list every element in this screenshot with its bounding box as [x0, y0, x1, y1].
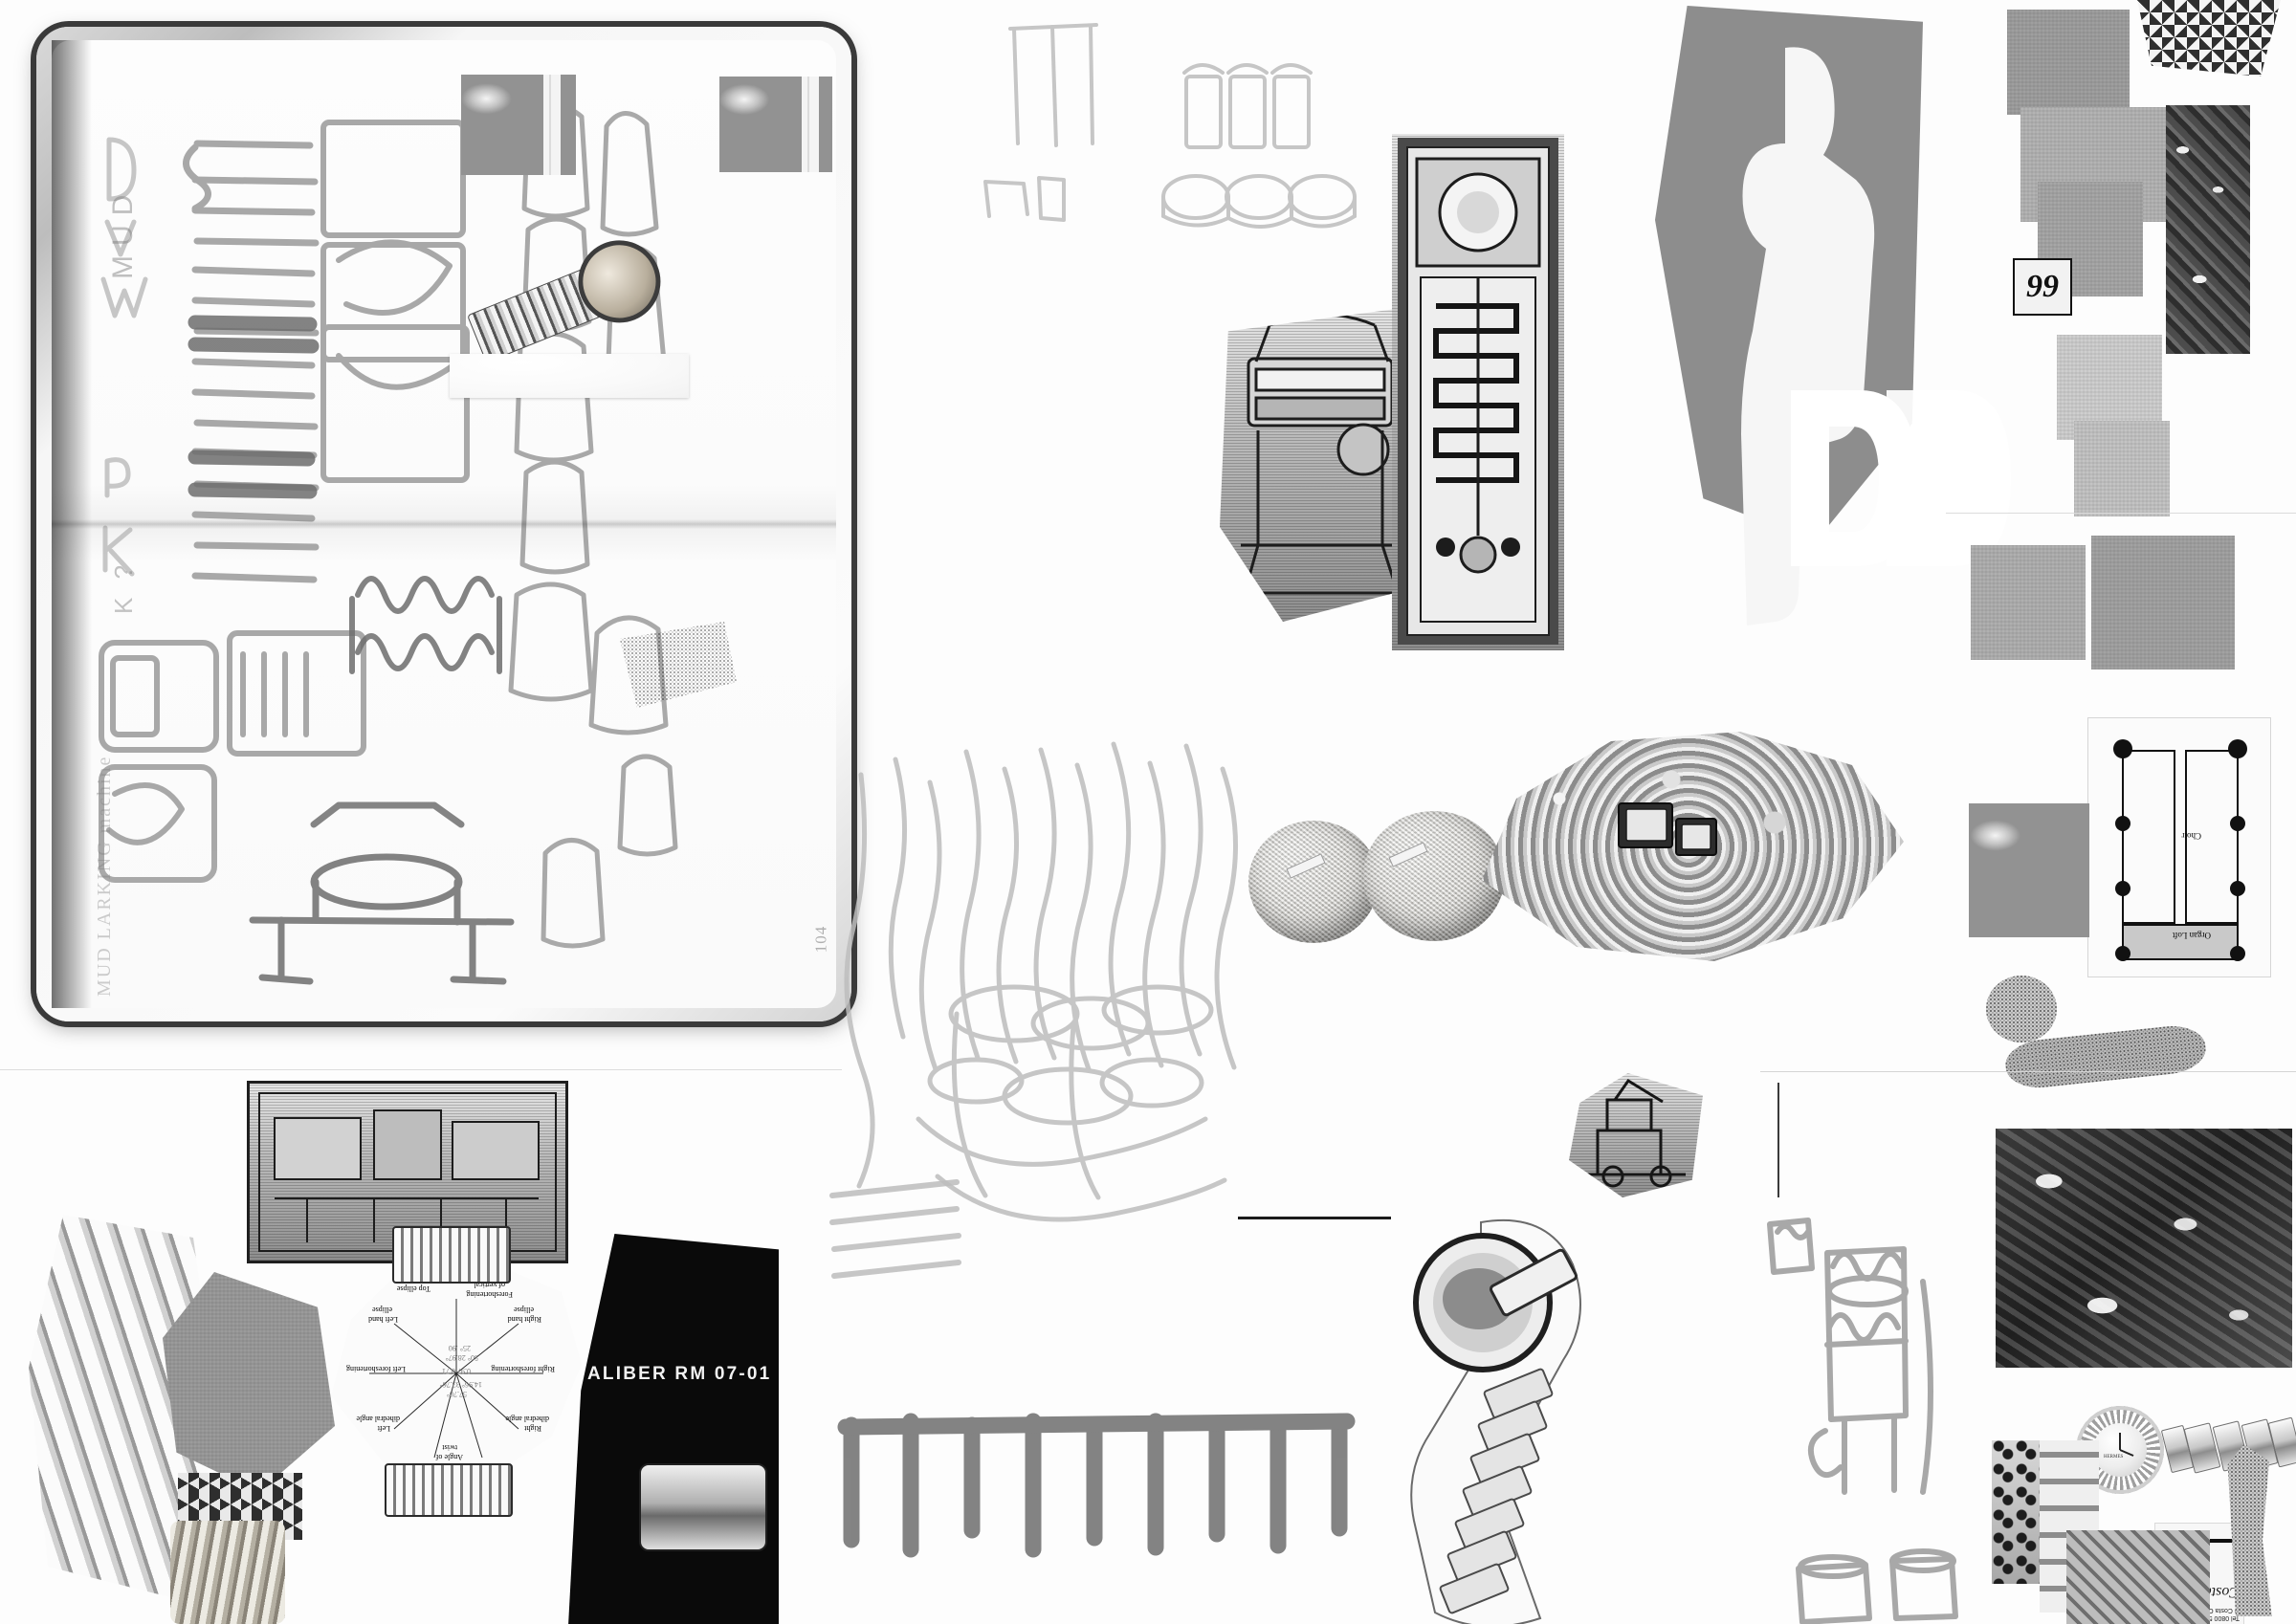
price-tag-value: 99: [2026, 269, 2059, 304]
interior-engraving-plate: [247, 1081, 568, 1263]
hairline-divider-4: [0, 1069, 842, 1070]
label-angle-of-twist-2: twist: [442, 1443, 457, 1452]
label-left-hand-ellipse-2: ellipse: [372, 1306, 392, 1314]
handwriting-caption: MUD LARKING machine: [94, 755, 115, 997]
value-dihedral: 14.96° 33.76°: [440, 1380, 482, 1389]
value-small: 25° .90: [449, 1344, 471, 1352]
black-watch-case-photo: [639, 1463, 767, 1551]
watch-face: HERMES: [2093, 1423, 2147, 1477]
watch-perspective-analysis-diagram: Angle of twist Left dihedral angle Right…: [331, 1261, 582, 1486]
pencil-bottle-studies: [983, 23, 1357, 229]
hairline-divider-5: [1946, 513, 2296, 514]
handwriting-mud: MUD: [107, 185, 139, 279]
diamond-pattern-swatch: [2137, 0, 2281, 77]
flower-photo-2: [2074, 421, 2170, 516]
hairline-divider-2: [1777, 1083, 1779, 1197]
melon-left: [1248, 821, 1379, 943]
sketchbook-left-page-drawing: [99, 120, 470, 883]
hairline-divider-1: [1238, 1217, 1391, 1219]
label-foreshortening-vertical: Foreshortening: [467, 1290, 513, 1299]
handwriting-k: K ?: [109, 559, 138, 614]
sketchbook-coil-sketch: [349, 576, 502, 674]
pencil-scribble-vessels: [844, 741, 1239, 1222]
open-sketchbook-spread: MUD K ? MUD LARKING machine 104: [36, 27, 851, 1021]
label-top-ellipse: Top ellipse: [396, 1284, 430, 1293]
pencil-hatching: [829, 1179, 961, 1279]
family-photo-1: [2007, 10, 2130, 115]
label-left-hand-ellipse: Left hand: [368, 1315, 398, 1324]
potatoes-photo-right: [1969, 803, 2089, 937]
longcase-clock-engraving: [1392, 134, 1564, 650]
ruler-strip-left: [543, 75, 561, 175]
caliber-text-plate: ALIBER RM 07-01: [568, 1234, 779, 1624]
label-right-dihedral: Right: [523, 1424, 541, 1433]
large-skeleton-wristwatch-photo: [1366, 1196, 1605, 1624]
label-left-dihedral-2: dihedral angle: [356, 1415, 400, 1423]
label-left-foreshortening: Left foreshortening: [346, 1365, 406, 1373]
watch-strap-graphic-lower: [385, 1463, 513, 1517]
label-left-dihedral: Left: [377, 1424, 390, 1433]
sketchbook-press-sketch: [249, 801, 515, 985]
leopard-swatch: [1992, 1440, 2047, 1584]
sketchbook-gutter: [52, 518, 836, 529]
sketchbook-spine-shadow: [52, 40, 92, 1008]
cylindrical-object-photo: [170, 1521, 285, 1624]
standing-figure-silhouette: [1693, 38, 1885, 631]
label-right-hand-ellipse: Right hand: [508, 1315, 541, 1324]
large-letter-forms-cutout: [1779, 383, 2011, 574]
watch-brand-text: HERMES: [2104, 1455, 2124, 1459]
floral-pattern-fabric-swatch: [1996, 1129, 2292, 1368]
label-angle-of-twist: Angle of: [435, 1453, 463, 1461]
value-5770: 57.70°: [447, 1390, 467, 1398]
label-foreshortening-vertical-2: of vertical: [474, 1281, 505, 1289]
waffle-texture-swatch: [2066, 1530, 2210, 1624]
hairline-divider-3: [1760, 1071, 2296, 1072]
citrus-slice-photo: [1986, 976, 2057, 1042]
white-paper-slip-sketchbook: [450, 354, 689, 398]
label-right-foreshortening: Right foreshortening: [492, 1365, 555, 1373]
church-floor-plan: Organ Loft Choir: [2087, 717, 2271, 977]
interior-photo-2: [2091, 536, 2235, 669]
melon-right: [1363, 811, 1505, 941]
tassel-fabric-strip: [2166, 105, 2250, 354]
floorplan-title-organ-loft: Organ Loft: [2172, 931, 2211, 940]
geode-gemstone-slice: [1482, 732, 1904, 961]
value-angles: 50° 28.97°: [446, 1353, 478, 1362]
price-tag: 99: [2013, 258, 2072, 316]
label-right-hand-ellipse-2: ellipse: [514, 1306, 534, 1314]
pencil-comb-strokes: [837, 1413, 1356, 1558]
interior-photo-1: [1971, 545, 2086, 660]
floorplan-label-choir: Choir: [2181, 831, 2201, 841]
value-ratios: 0.97 0.71: [442, 1367, 471, 1375]
caliber-text: ALIBER RM 07-01: [587, 1364, 772, 1384]
watch-strap-graphic: [392, 1226, 511, 1284]
sketchbook-page: MUD K ? MUD LARKING machine 104: [52, 40, 836, 1008]
pencil-machine-sketches: [1767, 1218, 1958, 1624]
label-right-dihedral-2: dihedral angle: [505, 1415, 549, 1423]
ruler-strip-right: [802, 77, 819, 172]
steam-crane-engraving: [1569, 1073, 1703, 1197]
